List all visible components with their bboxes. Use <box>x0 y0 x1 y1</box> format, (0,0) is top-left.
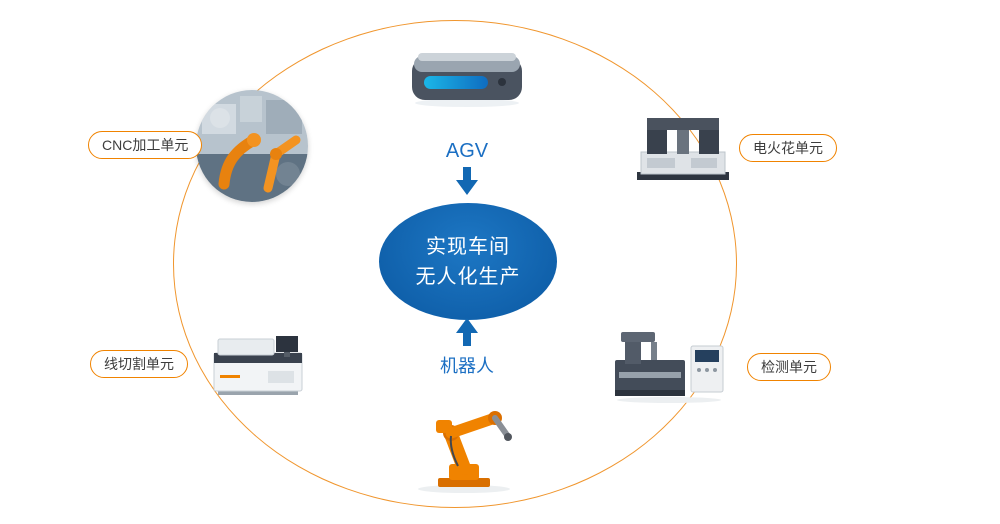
robot-label: 机器人 <box>440 356 494 376</box>
center-goal-line1: 实现车间 <box>426 235 510 258</box>
cnc-photo <box>196 90 308 202</box>
outer-circle <box>173 20 737 508</box>
cnc-unit-label: CNC加工单元 <box>88 131 203 159</box>
wirecut-machine-image <box>208 327 308 397</box>
center-goal-line2: 无人化生产 <box>415 265 521 288</box>
agv-label: AGV <box>445 140 489 162</box>
robot-arm-image <box>398 388 530 494</box>
arrow-up-icon <box>454 318 480 346</box>
edm-unit-label: 电火花单元 <box>739 134 837 162</box>
inspection-machine-image <box>611 326 729 404</box>
arrow-down-icon <box>454 167 480 195</box>
center-goal-ellipse: 实现车间 无人化生产 <box>379 203 557 320</box>
wirecut-unit-label: 线切割单元 <box>90 350 188 378</box>
agv-image <box>402 44 532 108</box>
inspection-unit-label: 检测单元 <box>747 353 831 381</box>
edm-machine-image <box>633 110 733 184</box>
